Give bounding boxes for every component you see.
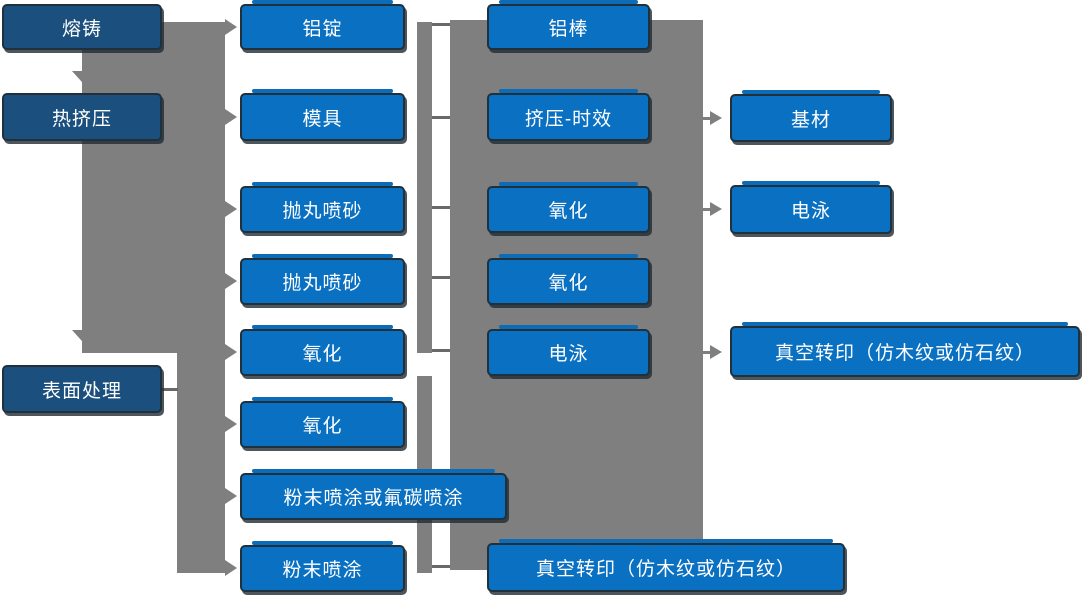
node-oxidation-1: 氧化 (240, 325, 405, 376)
node-shot-blasting-1: 抛丸喷砂 (240, 182, 405, 233)
node-base-material: 基材 (730, 90, 892, 142)
node-label: 真空转印（仿木纹或仿石纹） (774, 343, 1035, 364)
stem-to-electrophoresis-2 (703, 208, 711, 211)
arrow-to-mold (225, 109, 237, 125)
node-label: 模具 (302, 108, 343, 130)
tick-row-aluminum-rod (432, 23, 450, 26)
node-shot-blasting-2: 抛丸喷砂 (240, 254, 405, 305)
node-aluminum-ingot: 铝锭 (240, 0, 405, 50)
node-electrophoresis-2: 电泳 (730, 181, 892, 234)
node-label: 抛丸喷砂 (282, 273, 363, 294)
node-label: 电泳 (790, 201, 831, 222)
tick-surface-treatment (162, 388, 178, 391)
node-mold: 模具 (240, 89, 405, 141)
node-powder-or-fluorocarbon-coating: 粉末喷涂或氟碳喷涂 (240, 469, 507, 520)
connector-surface-band (177, 353, 225, 573)
node-label: 真空转印（仿木纹或仿石纹） (535, 559, 796, 580)
node-label: 抛丸喷砂 (282, 201, 363, 222)
node-surface-treatment: 表面处理 (2, 365, 162, 413)
node-label: 粉末喷涂或氟碳喷涂 (283, 488, 464, 509)
node-oxidation-4: 氧化 (487, 254, 650, 305)
tick-row-oxidation-4 (432, 276, 450, 279)
tick-row-vacuum-transfer-1 (432, 565, 450, 568)
stem-to-vacuum-transfer-2 (703, 351, 711, 354)
node-label: 铝棒 (548, 18, 589, 40)
tick-row-extrusion-aging (432, 116, 450, 119)
node-oxidation-2: 氧化 (240, 397, 405, 448)
arrow-to-electrophoresis-2 (710, 202, 722, 216)
node-vacuum-transfer-1: 真空转印（仿木纹或仿石纹） (487, 539, 845, 592)
node-vacuum-transfer-2: 真空转印（仿木纹或仿石纹） (730, 322, 1080, 377)
node-label: 氧化 (548, 201, 589, 222)
node-label: 氧化 (302, 416, 343, 437)
node-electrophoresis-1: 电泳 (487, 325, 650, 376)
tick-row-oxidation-3 (432, 206, 450, 209)
arrow-to-vacuum-transfer-2 (710, 345, 722, 359)
node-hot-extrusion: 热挤压 (2, 93, 162, 141)
node-label: 表面处理 (41, 380, 122, 402)
stem-to-base-material (703, 117, 711, 120)
node-label: 基材 (790, 109, 831, 131)
arrow-to-shot-blasting-1 (225, 201, 237, 217)
arrow-down-to-surface-treatment (72, 330, 108, 350)
arrow-down-to-hot-extrusion (72, 71, 108, 91)
node-label: 熔铸 (61, 18, 102, 40)
arrow-to-oxidation-1 (225, 344, 237, 360)
connector-mid-band-upper (417, 22, 432, 353)
arrow-to-base-material (710, 111, 722, 125)
node-label: 热挤压 (51, 108, 112, 130)
node-oxidation-3: 氧化 (487, 182, 650, 233)
arrow-to-oxidation-2 (225, 416, 237, 432)
node-label: 电泳 (548, 344, 589, 365)
node-label: 铝锭 (302, 18, 343, 40)
node-melting-casting: 熔铸 (2, 4, 162, 50)
node-aluminum-rod: 铝棒 (487, 0, 650, 50)
node-label: 挤压-时效 (524, 108, 613, 130)
node-powder-coating: 粉末喷涂 (240, 541, 405, 592)
node-label: 粉末喷涂 (282, 560, 363, 581)
node-label: 氧化 (548, 273, 589, 294)
arrow-to-powder-or-fluorocarbon-coating (225, 488, 237, 504)
node-extrusion-aging: 挤压-时效 (487, 89, 650, 141)
tick-row-electrophoresis-1 (432, 349, 450, 352)
node-label: 氧化 (302, 344, 343, 365)
arrow-to-aluminum-ingot (225, 19, 237, 35)
arrow-to-shot-blasting-2 (225, 273, 237, 289)
arrow-to-powder-coating (225, 560, 237, 576)
